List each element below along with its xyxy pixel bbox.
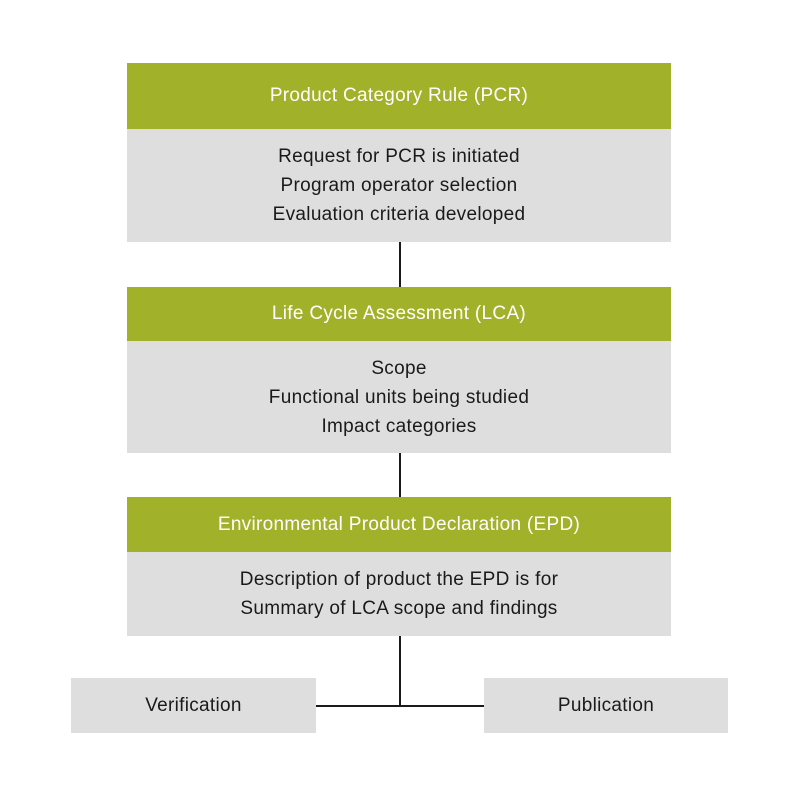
lca-stage-details: Scope Functional units being studied Imp… [127,341,671,453]
publication-box: Publication [484,678,728,733]
pcr-item: Request for PCR is initiated [278,146,520,167]
lca-stage-title: Life Cycle Assessment (LCA) [127,287,671,341]
pcr-stage-title: Product Category Rule (PCR) [127,63,671,129]
connector-epd-branch [399,636,401,706]
pcr-item: Program operator selection [280,175,518,196]
pcr-stage: Product Category Rule (PCR) Request for … [127,63,671,242]
lca-stage: Life Cycle Assessment (LCA) Scope Functi… [127,287,671,453]
connector-pcr-lca [399,242,401,287]
epd-stage-title: Environmental Product Declaration (EPD) [127,497,671,552]
pcr-item: Evaluation criteria developed [272,204,526,225]
lca-item: Impact categories [321,415,477,437]
epd-item: Summary of LCA scope and findings [240,598,558,619]
connector-branch-horizontal [316,705,484,707]
verification-box: Verification [71,678,316,733]
lca-item: Scope [371,357,427,379]
epd-item: Description of product the EPD is for [239,569,559,590]
connector-lca-epd [399,453,401,497]
pcr-stage-details: Request for PCR is initiated Program ope… [127,129,671,242]
epd-stage-details: Description of product the EPD is for Su… [127,552,671,636]
epd-stage: Environmental Product Declaration (EPD) … [127,497,671,636]
lca-item: Functional units being studied [268,386,530,408]
